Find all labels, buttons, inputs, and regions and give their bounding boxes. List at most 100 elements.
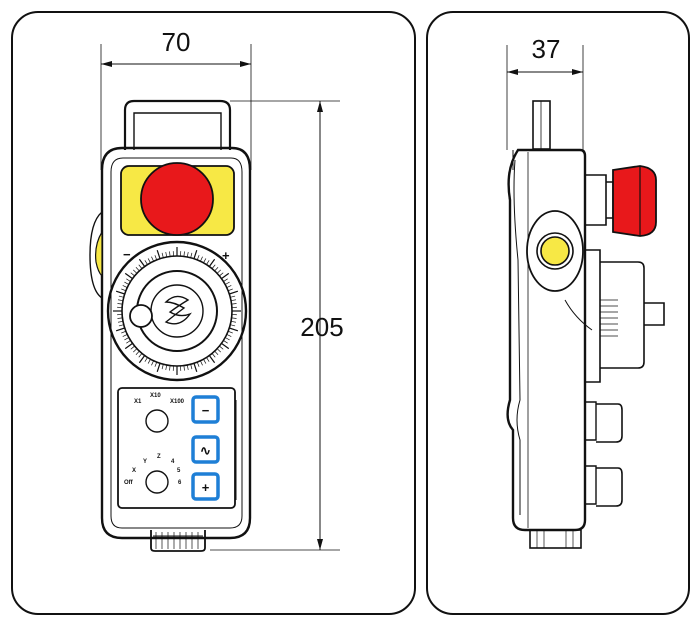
handwheel-tick <box>231 303 237 305</box>
handwheel-tick <box>203 359 207 364</box>
handwheel-tick <box>214 267 219 272</box>
handwheel-tick <box>231 317 237 319</box>
handwheel-tick <box>216 348 221 353</box>
handwheel-tick <box>126 278 131 282</box>
side-button-edge <box>89 211 103 299</box>
width-dimension-label: 70 <box>162 27 191 57</box>
handwheel-tick <box>196 255 200 260</box>
handwheel-tick <box>206 260 210 265</box>
handwheel-tick <box>154 255 158 260</box>
handwheel-tick <box>135 267 140 272</box>
axis-x10-label: X10 <box>150 393 161 399</box>
handwheel-tick <box>122 334 128 337</box>
handwheel-tick <box>221 342 230 350</box>
handwheel-tick <box>130 345 135 350</box>
handwheel-tick <box>154 362 158 367</box>
emergency-stop-button[interactable] <box>140 162 214 236</box>
axis-selector-knob[interactable] <box>145 470 169 494</box>
handwheel-tick <box>126 340 131 344</box>
handwheel-tick <box>183 251 185 257</box>
handwheel-tick <box>144 260 148 265</box>
handwheel-tick <box>133 269 138 274</box>
handwheel-tick <box>225 281 230 285</box>
handwheel-tick <box>214 350 219 355</box>
handwheel-tick <box>135 350 140 355</box>
handwheel-tick <box>165 364 168 371</box>
handwheel-tick <box>193 249 198 259</box>
handwheel-tick <box>200 360 203 366</box>
handwheel-tick <box>183 365 185 371</box>
handwheel-tick <box>144 357 148 362</box>
handwheel-tick <box>147 258 151 263</box>
handwheel-tick <box>147 359 151 364</box>
selector-knob-side-2 <box>596 467 623 507</box>
handwheel-tick <box>186 364 189 371</box>
crank-knob-side <box>644 302 665 326</box>
handwheel-tick <box>229 327 239 332</box>
wave-icon: ∿ <box>200 443 211 458</box>
control-panel <box>117 387 236 509</box>
minus-button[interactable]: − <box>191 395 220 424</box>
height-dimension-label: 205 <box>300 312 343 342</box>
handwheel-tick <box>230 320 237 323</box>
handwheel-tick <box>208 355 216 364</box>
handwheel-tick <box>211 264 216 269</box>
handwheel[interactable]: − + <box>106 240 248 382</box>
handwheel-tick <box>196 362 200 367</box>
handwheel-tick <box>121 330 126 334</box>
selector-knob-side-1 <box>596 403 623 443</box>
handwheel-tick <box>117 299 124 302</box>
pendant-body <box>100 146 252 540</box>
handwheel-tick <box>117 303 123 305</box>
handwheel-tick <box>118 295 124 298</box>
plus-icon: + <box>202 480 210 495</box>
multiplier-selector-knob[interactable] <box>145 409 169 433</box>
handwheel-tick <box>221 272 230 280</box>
side-yellow-button[interactable] <box>540 236 570 266</box>
minus-icon: − <box>202 403 210 418</box>
handwheel-tick <box>223 340 228 344</box>
handwheel-tick <box>230 324 236 327</box>
handwheel-tick <box>156 363 161 373</box>
cable-connector-side <box>529 529 582 549</box>
handwheel-tick <box>138 264 143 269</box>
handwheel-tick <box>229 290 239 295</box>
handwheel-tick <box>130 272 135 277</box>
axis-x100-label: X100 <box>170 399 185 405</box>
handwheel-tick <box>117 317 123 319</box>
plus-button[interactable]: + <box>191 472 220 501</box>
handwheel-tick <box>115 290 125 295</box>
handwheel-tick <box>225 337 230 341</box>
handwheel-tick <box>138 258 146 267</box>
handwheel-tick <box>138 353 143 358</box>
emergency-stop-side[interactable] <box>612 165 657 237</box>
handwheel-tick <box>151 256 154 262</box>
body-side-profile <box>506 148 587 532</box>
handwheel-tick <box>156 249 161 259</box>
handwheel-outer-ring <box>106 240 248 382</box>
handwheel-tick <box>138 355 146 364</box>
handle-inner <box>133 112 222 150</box>
handwheel-crank-knob[interactable] <box>129 304 153 328</box>
handwheel-tick <box>228 288 233 292</box>
handwheel-tick <box>228 330 233 334</box>
wave-button[interactable]: ∿ <box>191 435 220 464</box>
axis-5-label: 5 <box>177 468 181 474</box>
brand-logo-icon <box>164 295 192 325</box>
depth-dimension-label: 37 <box>532 34 561 64</box>
pendant-body-inner <box>110 157 243 529</box>
handwheel-tick <box>230 299 237 302</box>
side-view-panel <box>426 11 690 615</box>
handwheel-tick <box>203 258 207 263</box>
handwheel-tick <box>186 251 189 258</box>
cable-connector <box>150 530 206 552</box>
handwheel-tick <box>200 256 203 262</box>
handwheel-minus-label: − <box>123 247 131 262</box>
axis-x-label: X <box>132 468 136 474</box>
handwheel-tick <box>117 320 124 323</box>
handwheel-tick <box>223 278 228 282</box>
handwheel-tick <box>211 353 216 358</box>
handwheel-tick <box>226 334 232 337</box>
handwheel-tick <box>124 272 133 280</box>
